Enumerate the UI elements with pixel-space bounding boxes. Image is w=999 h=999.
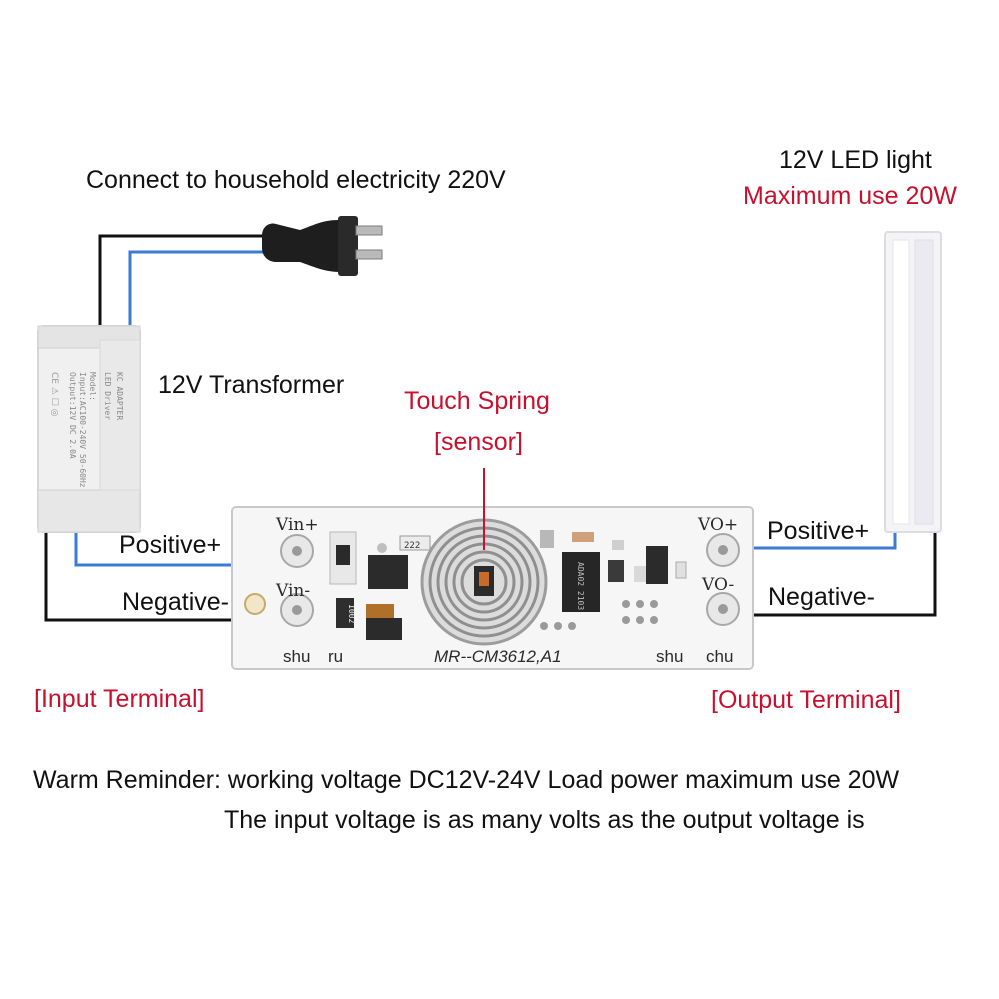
input-negative-wire (44, 532, 236, 622)
pcb-label-chu: chu (706, 647, 733, 666)
pcb-label-shu-left: shu (283, 647, 310, 666)
output-negative-label: Negative- (768, 583, 875, 611)
touch-spring-label: Touch Spring (404, 387, 550, 415)
sensor-label: [sensor] (434, 428, 523, 456)
resistor-label-2: 1002 (347, 604, 356, 623)
transformer-label: 12V Transformer (158, 371, 345, 399)
transformer-box: KC ADAPTER LED Driver Model: Input:AC100… (37, 325, 141, 533)
resistor-label-1: 222 (404, 541, 420, 551)
transformer-case-text-4: Output:12V DC 2.0A (68, 372, 77, 459)
pcb-label-vo-plus: VO+ (697, 515, 738, 535)
pcb-label-vin-plus: Vin+ (275, 515, 319, 535)
led-max-use-label: Maximum use 20W (743, 182, 957, 210)
pcb-model-label: MR--CM3612,A1 (434, 647, 562, 666)
pcb-label-shu-right: shu (656, 647, 683, 666)
pcb-label-vin-minus: Vin- (275, 581, 310, 601)
pcb-label-ru: ru (328, 647, 343, 666)
plug-blue-wire (128, 250, 266, 330)
transformer-case-text-1: LED Driver (103, 372, 112, 420)
input-positive-wire (74, 532, 236, 567)
input-negative-label: Negative- (122, 588, 229, 616)
input-terminal-label: [Input Terminal] (34, 685, 205, 713)
wires (44, 234, 937, 622)
output-positive-label: Positive+ (767, 517, 870, 545)
warm-reminder-line-2: The input voltage is as many volts as th… (224, 806, 865, 834)
plug-black-wire (98, 234, 266, 330)
transformer-case-text-0: KC ADAPTER (115, 372, 124, 420)
transformer-case-text-3: Input:AC100-240V 50-60Hz (78, 372, 87, 488)
chip-label: ADA02 2103 (576, 562, 585, 610)
pcb-components: 222 1002 ADA02 2103 (329, 530, 687, 640)
led-light-label: 12V LED light (779, 146, 932, 174)
output-positive-wire (752, 530, 897, 550)
output-terminal-label: [Output Terminal] (711, 686, 901, 714)
svg-text:CE ⚠ ☐ ◎: CE ⚠ ☐ ◎ (49, 372, 59, 417)
pcb-mounting-hole (244, 593, 266, 615)
pcb-label-vo-minus: VO- (701, 575, 734, 595)
warm-reminder-line-1: Warm Reminder: working voltage DC12V-24V… (33, 766, 900, 794)
household-electricity-label: Connect to household electricity 220V (86, 166, 506, 194)
pcb-board: 222 1002 ADA02 2103 (231, 506, 754, 670)
transformer-case-text-2: Model: (88, 372, 97, 401)
output-negative-wire (752, 530, 937, 617)
power-plug (262, 216, 383, 276)
led-light-bar (884, 231, 942, 533)
input-positive-label: Positive+ (119, 531, 222, 559)
